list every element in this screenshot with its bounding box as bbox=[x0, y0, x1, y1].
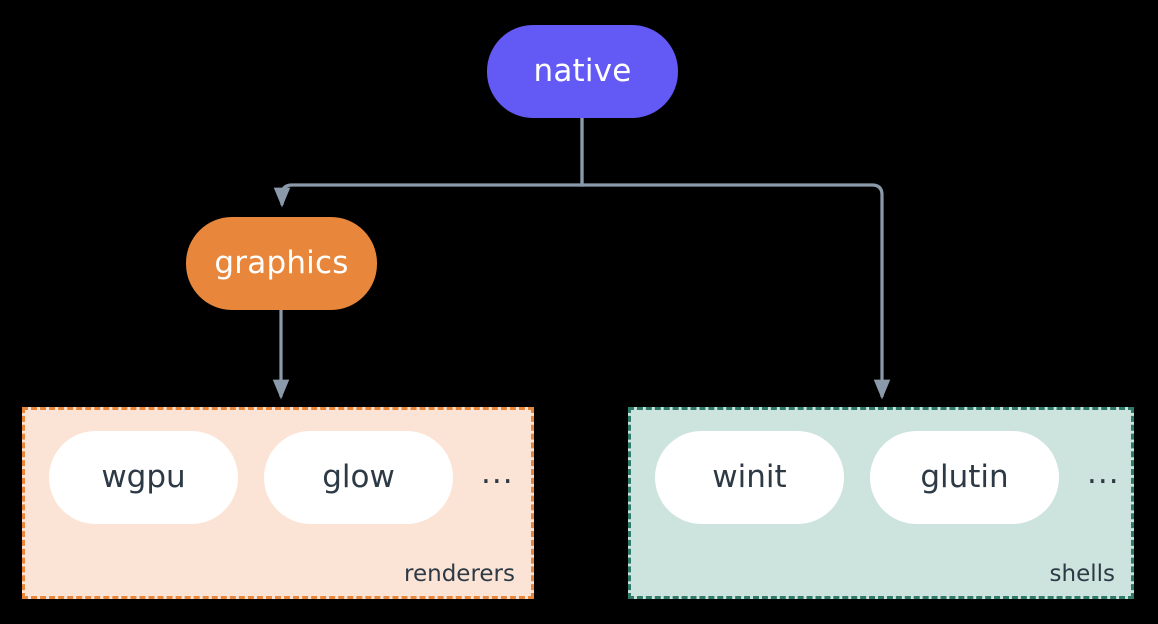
group-shells-items: winit glutin ... bbox=[631, 410, 1120, 524]
node-native-label: native bbox=[533, 53, 632, 89]
node-native[interactable]: native bbox=[487, 25, 678, 118]
node-graphics[interactable]: graphics bbox=[186, 217, 377, 310]
leaf-pill-wgpu[interactable]: wgpu bbox=[49, 431, 238, 524]
renderers-more-ellipsis: ... bbox=[481, 455, 514, 491]
leaf-pill-winit-label: winit bbox=[712, 459, 787, 495]
edge-native-to-graphics bbox=[273, 118, 584, 208]
leaf-pill-glow[interactable]: glow bbox=[264, 431, 453, 524]
leaf-pill-glow-label: glow bbox=[322, 459, 395, 495]
leaf-pill-glutin-label: glutin bbox=[920, 459, 1009, 495]
leaf-pill-wgpu-label: wgpu bbox=[101, 459, 186, 495]
group-renderers: wgpu glow ... renderers bbox=[22, 407, 534, 599]
group-renderers-caption: renderers bbox=[404, 561, 515, 587]
leaf-pill-glutin[interactable]: glutin bbox=[870, 431, 1059, 524]
edge-native-to-shells bbox=[580, 118, 891, 400]
group-renderers-items: wgpu glow ... bbox=[25, 410, 514, 524]
node-graphics-label: graphics bbox=[214, 245, 349, 281]
group-shells-caption: shells bbox=[1049, 561, 1115, 587]
group-shells: winit glutin ... shells bbox=[628, 407, 1134, 599]
leaf-pill-winit[interactable]: winit bbox=[655, 431, 844, 524]
shells-more-ellipsis: ... bbox=[1087, 455, 1120, 491]
